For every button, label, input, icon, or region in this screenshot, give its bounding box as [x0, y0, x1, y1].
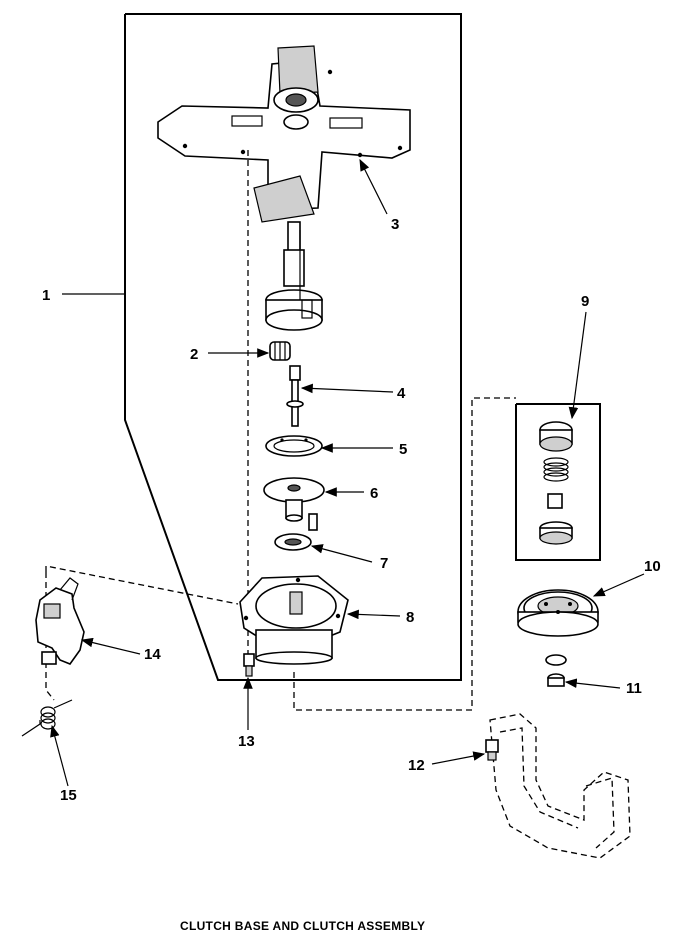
pulley-nut	[545, 654, 567, 687]
hub-plate	[263, 477, 325, 531]
pulley	[517, 589, 599, 637]
leader-14	[80, 637, 141, 655]
leader-11	[564, 678, 621, 689]
base-screw	[243, 653, 255, 677]
callout-1: 1	[42, 287, 50, 304]
callout-15: 15	[60, 787, 77, 804]
leader-3	[359, 158, 388, 215]
callout-8: 8	[406, 609, 414, 626]
mounting-bracket	[485, 713, 631, 859]
clutch-base	[239, 575, 349, 665]
top-frame	[157, 45, 411, 223]
callout-3: 3	[391, 216, 399, 233]
leader-12	[431, 751, 486, 765]
seal	[274, 533, 312, 551]
leader-7	[310, 544, 373, 563]
callout-11: 11	[626, 680, 642, 697]
leader-4	[300, 383, 394, 394]
callout-4: 4	[397, 385, 406, 402]
leader-9	[568, 311, 587, 420]
callout-10: 10	[644, 558, 661, 575]
callout-6: 6	[370, 485, 378, 502]
leader-10	[592, 573, 645, 597]
lever-assembly	[35, 577, 85, 665]
callout-13: 13	[238, 733, 255, 750]
spindle	[286, 365, 304, 427]
main-assembly-outline	[124, 13, 462, 681]
connector-14-to-8	[45, 565, 239, 605]
connector-8-to-10	[293, 397, 516, 711]
callout-12: 12	[408, 757, 425, 774]
spring	[21, 699, 73, 737]
pulley-parts-box	[515, 403, 601, 561]
leader-15	[50, 724, 69, 787]
callout-2: 2	[190, 346, 198, 363]
diagram-caption: CLUTCH BASE AND CLUTCH ASSEMBLY	[180, 919, 425, 933]
clutch-shaft-housing	[265, 221, 323, 331]
callout-9: 9	[581, 293, 589, 310]
callout-14: 14	[144, 646, 161, 663]
callout-5: 5	[399, 441, 407, 458]
retaining-ring	[265, 435, 323, 457]
leader-8	[346, 609, 401, 620]
small-gear	[269, 341, 291, 361]
callout-7: 7	[380, 555, 388, 572]
